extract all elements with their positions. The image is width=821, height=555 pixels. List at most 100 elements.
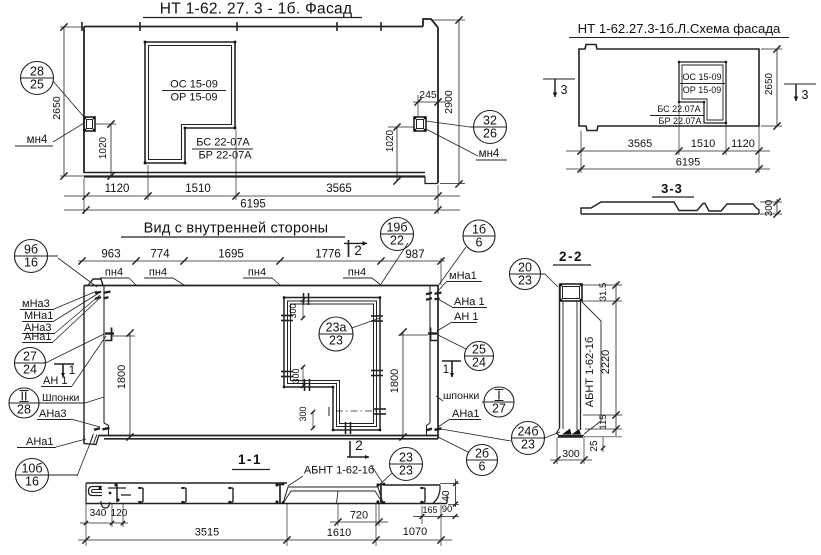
svg-text:1776: 1776 [315, 249, 341, 261]
svg-text:1695: 1695 [218, 249, 244, 261]
svg-text:мн4: мн4 [27, 134, 48, 146]
svg-text:мНа3: мНа3 [22, 298, 50, 310]
svg-text:I: I [497, 389, 500, 403]
svg-text:20: 20 [518, 261, 532, 275]
svg-text:6195: 6195 [240, 199, 266, 211]
svg-text:300: 300 [291, 368, 301, 383]
svg-text:2б: 2б [475, 447, 489, 461]
svg-text:10б: 10б [21, 462, 42, 476]
svg-text:АБНТ 1-62-1б: АБНТ 1-62-1б [584, 337, 596, 407]
svg-text:24: 24 [23, 363, 37, 377]
svg-text:3: 3 [561, 83, 568, 97]
svg-text:пн4: пн4 [105, 267, 123, 279]
svg-text:1: 1 [443, 364, 449, 376]
svg-text:1020: 1020 [98, 136, 109, 159]
svg-text:774: 774 [150, 249, 170, 261]
svg-text:40: 40 [441, 490, 452, 502]
svg-text:Вид с внутренней стороны: Вид с внутренней стороны [144, 221, 329, 237]
svg-text:2-2: 2-2 [559, 249, 583, 264]
svg-text:мНа1: мНа1 [449, 270, 477, 282]
svg-text:ОР 15-09: ОР 15-09 [683, 85, 722, 95]
svg-text:1б: 1б [472, 223, 486, 237]
svg-text:987: 987 [405, 249, 424, 261]
svg-text:3565: 3565 [326, 183, 352, 195]
svg-text:2: 2 [355, 438, 363, 453]
svg-text:720: 720 [350, 510, 368, 522]
svg-text:ОС 15-09: ОС 15-09 [682, 72, 721, 82]
svg-text:24: 24 [472, 356, 486, 370]
svg-text:АН 1: АН 1 [43, 375, 67, 387]
svg-text:340: 340 [90, 508, 107, 519]
svg-text:2: 2 [354, 243, 362, 258]
svg-text:6: 6 [476, 236, 483, 250]
svg-text:90: 90 [442, 504, 453, 515]
svg-text:1020: 1020 [385, 129, 396, 152]
svg-text:6: 6 [479, 460, 486, 474]
svg-text:23а: 23а [326, 321, 347, 335]
svg-text:АНа3: АНа3 [24, 322, 52, 334]
svg-text:БР 22-07А: БР 22-07А [198, 150, 252, 162]
svg-text:28: 28 [17, 403, 31, 417]
svg-text:мн4: мн4 [479, 148, 500, 160]
svg-text:300: 300 [298, 406, 308, 421]
svg-text:НТ 1-62.27.3-1б.Л.Схема фасада: НТ 1-62.27.3-1б.Л.Схема фасада [578, 21, 781, 36]
svg-text:3565: 3565 [628, 138, 652, 150]
svg-text:27: 27 [492, 402, 506, 416]
svg-text:245: 245 [419, 89, 437, 101]
svg-text:ОС 15-09: ОС 15-09 [170, 79, 218, 91]
svg-text:25: 25 [30, 78, 44, 92]
svg-text:1800: 1800 [389, 369, 401, 393]
svg-text:АНа1: АНа1 [26, 436, 54, 448]
svg-text:963: 963 [101, 249, 120, 261]
svg-text:2650: 2650 [764, 72, 775, 95]
svg-text:23: 23 [329, 334, 343, 348]
svg-text:пн4: пн4 [348, 267, 366, 279]
svg-text:ОР 15-09: ОР 15-09 [170, 92, 217, 104]
svg-text:25: 25 [472, 343, 486, 357]
svg-text:6195: 6195 [676, 157, 700, 169]
svg-text:1610: 1610 [327, 527, 351, 539]
svg-text:2650: 2650 [51, 96, 63, 120]
svg-text:2220: 2220 [600, 350, 612, 374]
svg-text:25: 25 [589, 440, 600, 452]
svg-text:28: 28 [30, 65, 44, 79]
svg-text:16: 16 [25, 475, 39, 489]
svg-text:АНа1: АНа1 [24, 331, 52, 343]
svg-text:АНа 1: АНа 1 [454, 296, 485, 308]
svg-text:120: 120 [111, 508, 128, 519]
svg-text:БС 22-07А: БС 22-07А [196, 137, 250, 149]
svg-text:1: 1 [69, 365, 75, 377]
svg-text:165: 165 [422, 505, 437, 515]
svg-text:22: 22 [390, 234, 404, 248]
svg-text:МНа1: МНа1 [24, 310, 53, 322]
svg-text:23: 23 [518, 274, 532, 288]
svg-text:23: 23 [521, 438, 535, 452]
svg-text:1070: 1070 [403, 526, 427, 538]
svg-text:19б: 19б [386, 221, 407, 235]
svg-text:2900: 2900 [443, 90, 455, 114]
svg-text:1-1: 1-1 [238, 452, 262, 467]
svg-text:1510: 1510 [691, 138, 715, 150]
svg-text:115: 115 [598, 414, 609, 429]
svg-text:пн4: пн4 [248, 267, 266, 279]
svg-text:НТ 1-62. 27. 3 - 1б. Фасад: НТ 1-62. 27. 3 - 1б. Фасад [160, 1, 353, 18]
svg-text:шпонки: шпонки [443, 390, 479, 402]
svg-text:АНа3: АНа3 [39, 408, 67, 420]
svg-text:1510: 1510 [185, 183, 211, 195]
svg-text:1800: 1800 [116, 365, 128, 389]
svg-text:БР 22.07А: БР 22.07А [659, 116, 702, 126]
svg-text:1120: 1120 [105, 183, 130, 195]
svg-text:Шпонки: Шпонки [42, 392, 80, 404]
svg-text:9б: 9б [24, 243, 38, 257]
svg-text:27: 27 [23, 350, 37, 364]
svg-text:300: 300 [562, 448, 580, 460]
svg-text:23: 23 [399, 451, 413, 465]
svg-text:300: 300 [288, 303, 298, 318]
svg-text:31.5: 31.5 [598, 283, 609, 302]
svg-text:23: 23 [399, 464, 413, 478]
svg-text:16: 16 [24, 256, 38, 270]
svg-text:АБНТ 1-62-1б: АБНТ 1-62-1б [304, 465, 374, 477]
svg-text:3: 3 [802, 88, 809, 102]
svg-text:32: 32 [483, 114, 497, 128]
svg-text:1120: 1120 [731, 138, 755, 150]
